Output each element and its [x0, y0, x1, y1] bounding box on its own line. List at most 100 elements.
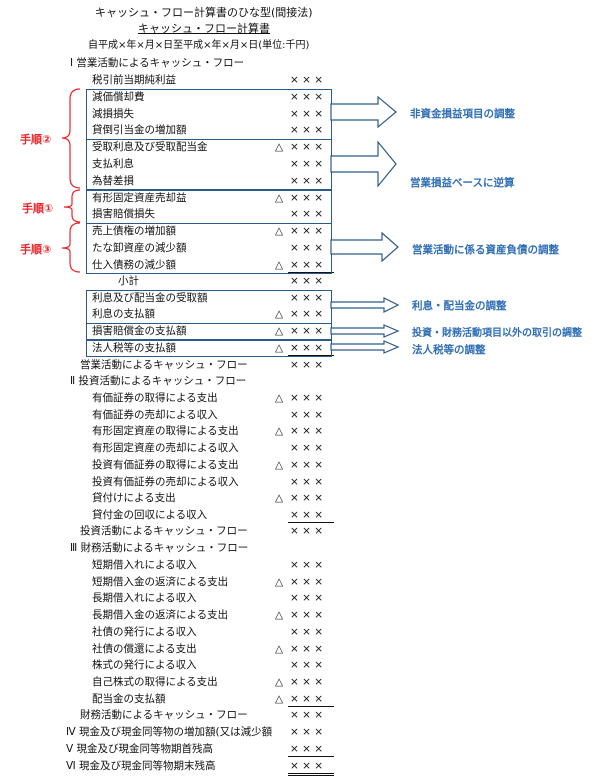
- row-label: 有形固定資産の売却による収入: [92, 442, 239, 454]
- row-value: × × ×: [290, 743, 324, 755]
- arrow-tax: [330, 340, 400, 354]
- minus-triangle: △: [275, 192, 284, 204]
- bracket-step3: [61, 222, 81, 273]
- row-value: × × ×: [290, 208, 324, 220]
- document-subtitle: キャッシュ・フロー計算書: [138, 22, 270, 35]
- row-value: × × ×: [290, 509, 324, 521]
- section-opening-balance: Ⅴ 現金及び現金同等物期首残高: [66, 743, 214, 755]
- minus-triangle: △: [275, 676, 284, 688]
- row-label: 投資有価証券の売却による収入: [92, 476, 239, 488]
- row-value: × × ×: [290, 525, 324, 537]
- row-label: 長期借入れによる収入: [92, 592, 197, 604]
- total-rule: [288, 756, 334, 757]
- row-label: 貸付金の回収による収入: [92, 509, 208, 521]
- minus-triangle: △: [275, 325, 284, 337]
- minus-triangle: △: [275, 225, 284, 237]
- row-value: × × ×: [290, 693, 324, 705]
- row-label: 支払利息: [92, 158, 134, 170]
- row-label: 利息及び配当金の受取額: [92, 292, 208, 304]
- row-value: × × ×: [290, 592, 324, 604]
- row-value: × × ×: [290, 91, 324, 103]
- total-rule: [288, 706, 334, 707]
- double-rule-bottom: [288, 775, 334, 776]
- row-value: × × ×: [290, 225, 324, 237]
- row-value: × × ×: [290, 476, 324, 488]
- minus-triangle: △: [275, 259, 284, 271]
- section-increase: Ⅳ 現金及び現金同等物の増加額(又は減少額: [66, 726, 273, 738]
- row-label: 法人税等の支払額: [92, 342, 176, 354]
- minus-triangle: △: [275, 492, 284, 504]
- row-label: 減価償却費: [92, 91, 145, 103]
- note-operating-basis: 営業損益ベースに逆算: [410, 177, 515, 189]
- row-value: × × ×: [290, 359, 324, 371]
- row-value: × × ×: [290, 141, 324, 153]
- minus-triangle: △: [275, 576, 284, 588]
- row-label: 短期借入金の返済による支出: [92, 576, 229, 588]
- minus-triangle: △: [275, 693, 284, 705]
- row-label: 利息の支払額: [92, 308, 155, 320]
- row-value: × × ×: [290, 242, 324, 254]
- step2-label: 手順②: [20, 133, 52, 146]
- row-value: × × ×: [290, 726, 324, 738]
- row-label: 売上債権の増加額: [92, 225, 176, 237]
- row-label: 有価証券の売却による収入: [92, 409, 218, 421]
- row-value: × × ×: [290, 760, 324, 772]
- subtotal-label: 小計: [118, 275, 139, 287]
- row-value: × × ×: [290, 392, 324, 404]
- row-label: 投資有価証券の取得による支出: [92, 459, 239, 471]
- row-label: 損害賠償金の支払額: [92, 325, 187, 337]
- minus-triangle: △: [275, 308, 284, 320]
- minus-triangle: △: [275, 425, 284, 437]
- minus-triangle: △: [275, 609, 284, 621]
- row-label: 損害賠償損失: [92, 208, 155, 220]
- section-financing: Ⅲ 財務活動によるキャッシュ・フロー: [70, 542, 249, 554]
- row-label: 貸倒引当金の増加額: [92, 124, 187, 136]
- note-assets-liabilities: 営業活動に係る資産負債の調整: [412, 244, 559, 256]
- row-value: × × ×: [290, 459, 324, 471]
- row-value: × × ×: [290, 192, 324, 204]
- row-value: × × ×: [290, 709, 324, 721]
- row-value: × × ×: [290, 292, 324, 304]
- row-label: 為替差損: [92, 175, 134, 187]
- row-value: × × ×: [290, 74, 324, 86]
- minus-triangle: △: [275, 141, 284, 153]
- row-label: 有形固定資産の取得による支出: [92, 425, 239, 437]
- row-label: 税引前当期純利益: [92, 74, 176, 86]
- arrow-damages: [330, 324, 400, 338]
- row-value: × × ×: [290, 175, 324, 187]
- total-rule: [288, 355, 334, 356]
- arrow-noncash: [330, 95, 397, 129]
- row-label: 短期借入れによる収入: [92, 559, 197, 571]
- row-value: × × ×: [290, 325, 324, 337]
- minus-triangle: △: [275, 342, 284, 354]
- row-value: × × ×: [290, 659, 324, 671]
- total-rule: [288, 522, 334, 523]
- bracket-step1: [63, 189, 81, 223]
- row-value: × × ×: [290, 124, 324, 136]
- arrow-interest: [330, 297, 400, 313]
- step3-label: 手順③: [20, 243, 52, 256]
- step1-label: 手順①: [22, 202, 54, 215]
- row-label: 配当金の支払額: [92, 693, 166, 705]
- row-value: × × ×: [290, 559, 324, 571]
- period-line: 自平成×年×月×日至平成×年×月×日(単位:千円): [88, 40, 310, 51]
- operating-total-label: 営業活動によるキャッシュ・フロー: [80, 359, 248, 371]
- subtotal-rule: [288, 272, 334, 273]
- financing-total-label: 財務活動によるキャッシュ・フロー: [80, 709, 248, 721]
- minus-triangle: △: [275, 459, 284, 471]
- row-value: × × ×: [290, 676, 324, 688]
- row-value: × × ×: [290, 626, 324, 638]
- row-value: × × ×: [290, 442, 324, 454]
- row-value: × × ×: [290, 275, 324, 287]
- double-rule-top: [288, 773, 334, 774]
- note-non-operating: 投資・財務活動項目以外の取引の調整: [412, 328, 582, 339]
- note-noncash: 非資金損益項目の調整: [410, 108, 515, 120]
- note-interest: 利息・配当金の調整: [412, 300, 507, 312]
- row-label: 有価証券の取得による支出: [92, 392, 218, 404]
- bracket-step2: [61, 88, 81, 189]
- row-value: × × ×: [290, 492, 324, 504]
- row-value: × × ×: [290, 409, 324, 421]
- row-label: 社債の発行による収入: [92, 626, 197, 638]
- minus-triangle: △: [275, 392, 284, 404]
